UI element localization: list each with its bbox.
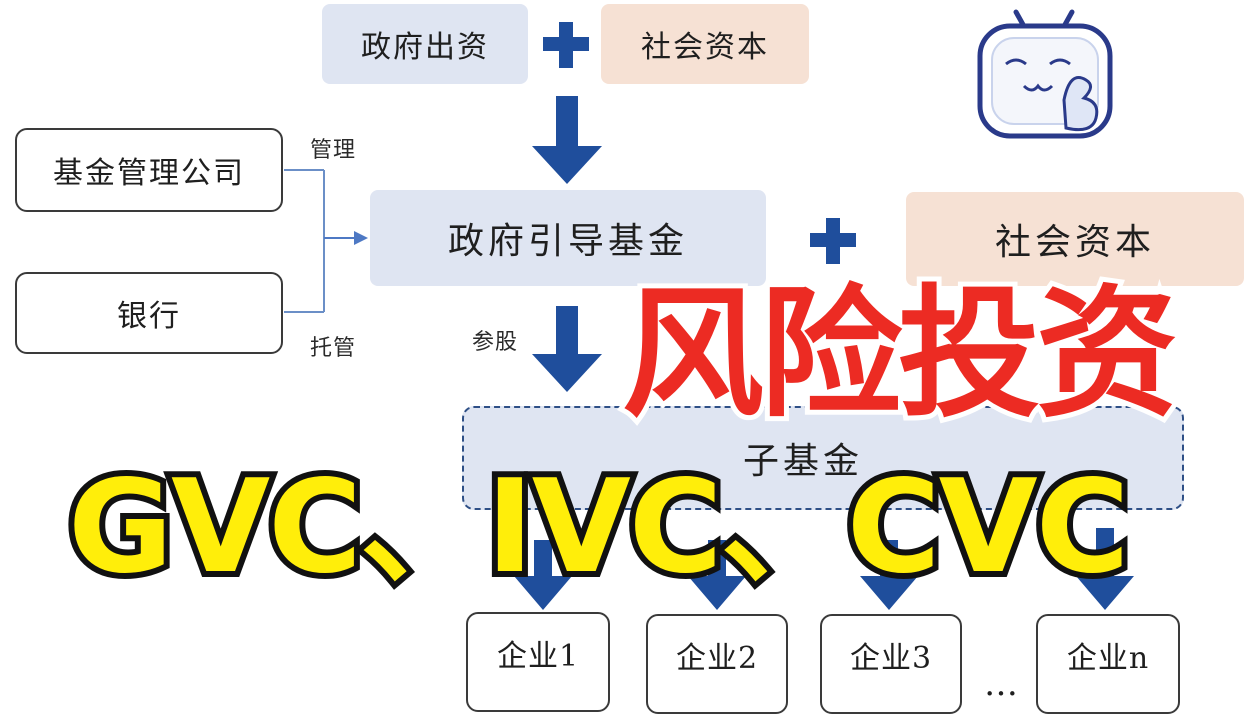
overlay-title-red: 风险投资 (617, 272, 1183, 437)
gov-guide-fund-label: 政府引导基金 (447, 221, 688, 262)
enterprise-label-3: 企业3 (849, 641, 933, 676)
custody-label: 托管 (310, 336, 357, 361)
gov-capital-box: 政府出资 (322, 4, 528, 84)
down-arrow-enterprise-2 (688, 540, 746, 610)
fund-management-company-box: 基金管理公司 (15, 128, 283, 212)
ellipsis-label: … (984, 664, 1018, 704)
social-capital-middle-box: 社会资本 (906, 192, 1244, 286)
down-arrow-to-guide-fund (532, 96, 602, 184)
social-capital-top-box: 社会资本 (601, 4, 809, 84)
manage-label: 管理 (310, 138, 357, 163)
enterprise-label-2: 企业2 (675, 641, 759, 676)
enterprise-box-1: 企业1 (466, 612, 610, 712)
enterprise-box-2: 企业2 (646, 614, 788, 714)
bank-label: 银行 (117, 299, 181, 334)
sub-fund-box: 子基金 (462, 406, 1184, 510)
equity-label: 参股 (472, 330, 519, 355)
bank-box: 银行 (15, 272, 283, 354)
down-arrow-enterprise-n (1076, 528, 1134, 610)
mascot-sticker-icon (977, 9, 1113, 139)
small-arrow-to-guide-fund (324, 231, 368, 245)
down-arrow-enterprise-3 (860, 540, 918, 610)
overlay-title-yellow: GVC、IVC、CVC (62, 453, 1136, 602)
plus-icon-middle (810, 218, 856, 264)
enterprise-label-1: 企业1 (496, 639, 580, 674)
gov-guide-fund-box: 政府引导基金 (370, 190, 766, 286)
social-capital-middle-label: 社会资本 (994, 222, 1155, 263)
enterprise-box-3: 企业3 (820, 614, 962, 714)
diagram-connectors (284, 9, 1134, 610)
fund-management-company-label: 基金管理公司 (53, 156, 245, 191)
social-capital-top-label: 社会资本 (641, 30, 769, 65)
gov-capital-label: 政府出资 (361, 30, 489, 65)
down-arrow-enterprise-1 (514, 540, 572, 610)
plus-icon-top (543, 22, 589, 68)
sub-fund-label: 子基金 (742, 441, 863, 482)
enterprise-label-n: 企业n (1066, 641, 1150, 676)
bracket-connector (284, 169, 325, 313)
enterprise-box-n: 企业n (1036, 614, 1180, 714)
down-arrow-to-sub-fund (532, 306, 602, 392)
